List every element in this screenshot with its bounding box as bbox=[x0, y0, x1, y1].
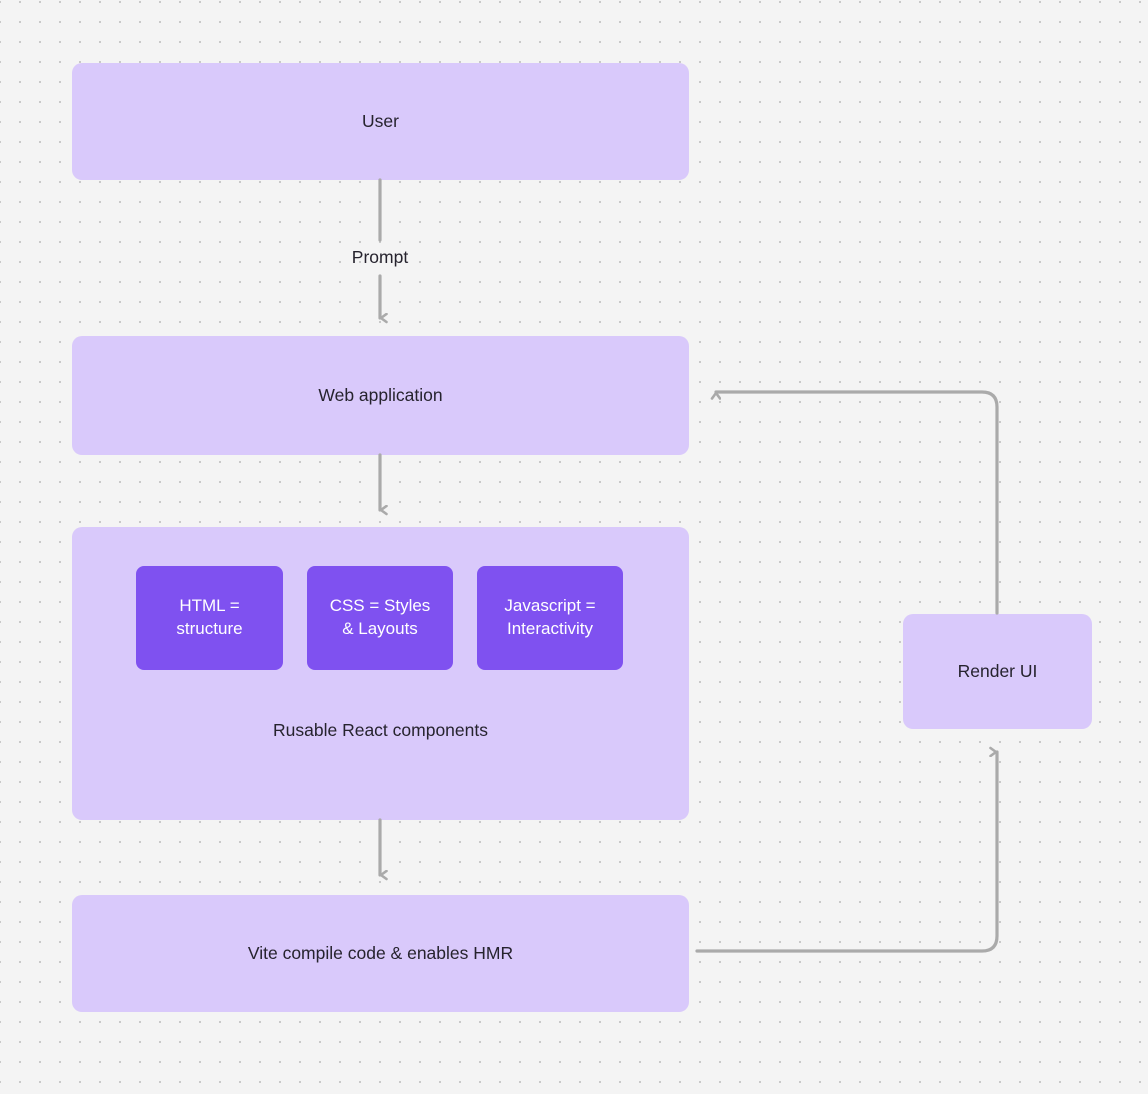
connector-render-to-web bbox=[716, 390, 999, 615]
node-web-application[interactable]: Web application bbox=[72, 336, 689, 455]
node-html-label-line2: structure bbox=[176, 619, 243, 638]
node-user-label: User bbox=[362, 110, 399, 131]
node-css-label-line2: & Layouts bbox=[342, 619, 418, 638]
node-vite-label: Vite compile code & enables HMR bbox=[247, 942, 514, 963]
node-user[interactable]: User bbox=[72, 63, 689, 180]
node-html[interactable]: HTML = structure bbox=[136, 566, 283, 670]
node-web-application-label: Web application bbox=[318, 384, 443, 405]
edge-label-prompt: Prompt bbox=[351, 246, 409, 267]
node-javascript[interactable]: Javascript = Interactivity bbox=[477, 566, 623, 670]
node-css[interactable]: CSS = Styles & Layouts bbox=[307, 566, 453, 670]
node-render-ui[interactable]: Render UI bbox=[903, 614, 1092, 729]
node-vite[interactable]: Vite compile code & enables HMR bbox=[72, 895, 689, 1012]
connector-vite-to-render bbox=[695, 752, 999, 953]
node-javascript-label-line2: Interactivity bbox=[507, 619, 593, 638]
node-render-ui-label: Render UI bbox=[957, 660, 1038, 681]
node-html-label-line1: HTML = bbox=[179, 596, 240, 616]
node-javascript-label-line1: Javascript = bbox=[504, 596, 596, 616]
node-component-group-label: Rusable React components bbox=[273, 719, 488, 740]
node-css-label-line1: CSS = Styles bbox=[329, 596, 431, 616]
